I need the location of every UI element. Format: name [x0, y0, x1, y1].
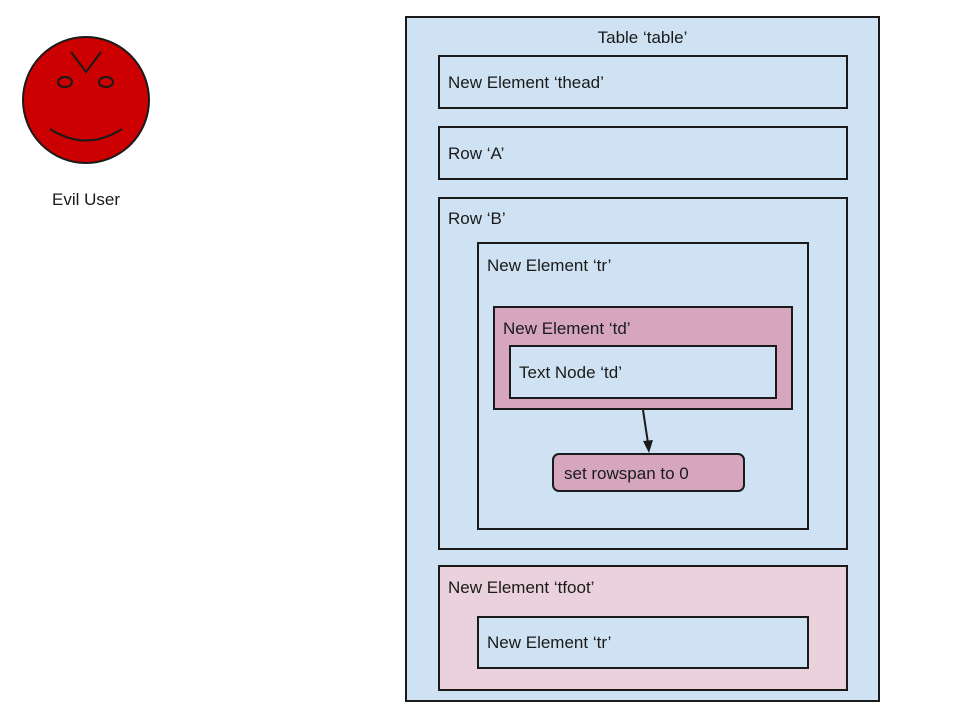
table-label: Table ‘table’: [597, 28, 688, 47]
row-a-label: Row ‘A’: [448, 144, 505, 163]
evil-face-icon: [22, 36, 150, 164]
tfoot-tr-label: New Element ‘tr’: [487, 633, 612, 652]
tfoot-label: New Element ‘tfoot’: [448, 578, 595, 597]
text-node-label: Text Node ‘td’: [519, 363, 622, 382]
thead-box: New Element ‘thead’: [438, 55, 848, 109]
tfoot-tr-box: New Element ‘tr’: [477, 616, 809, 669]
thead-label: New Element ‘thead’: [448, 73, 604, 92]
set-rowspan-action-label: set rowspan to 0: [564, 464, 689, 483]
actor-label: Evil User: [51, 190, 120, 209]
row-b-label: Row ‘B’: [448, 209, 506, 228]
row-a-box: Row ‘A’: [438, 126, 848, 180]
set-rowspan-action-box: set rowspan to 0: [552, 453, 745, 492]
text-node-box: Text Node ‘td’: [509, 345, 777, 399]
td-label: New Element ‘td’: [503, 319, 631, 338]
tr-label: New Element ‘tr’: [487, 256, 612, 275]
